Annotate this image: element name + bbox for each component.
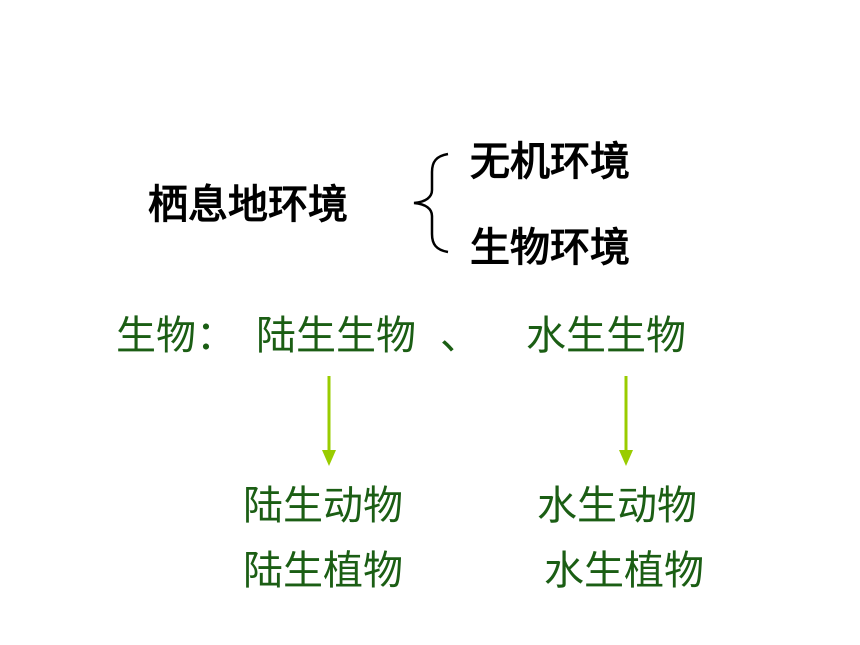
arrow-terrestrial — [322, 376, 336, 466]
organisms-separator: 、 — [440, 313, 480, 359]
habitat-title: 栖息地环境 — [148, 182, 348, 228]
habitat-branch-abiotic: 无机环境 — [470, 139, 630, 185]
habitat-branch-biotic: 生物环境 — [470, 225, 630, 271]
aquatic-plants: 水生植物 — [544, 548, 704, 594]
terrestrial-animals: 陆生动物 — [243, 483, 403, 529]
organisms-terrestrial: 陆生生物 — [256, 313, 416, 359]
organisms-aquatic: 水生生物 — [526, 313, 686, 359]
arrow-aquatic — [619, 376, 633, 466]
aquatic-animals: 水生动物 — [537, 483, 697, 529]
organisms-label: 生物： — [116, 313, 236, 359]
terrestrial-plants: 陆生植物 — [243, 548, 403, 594]
